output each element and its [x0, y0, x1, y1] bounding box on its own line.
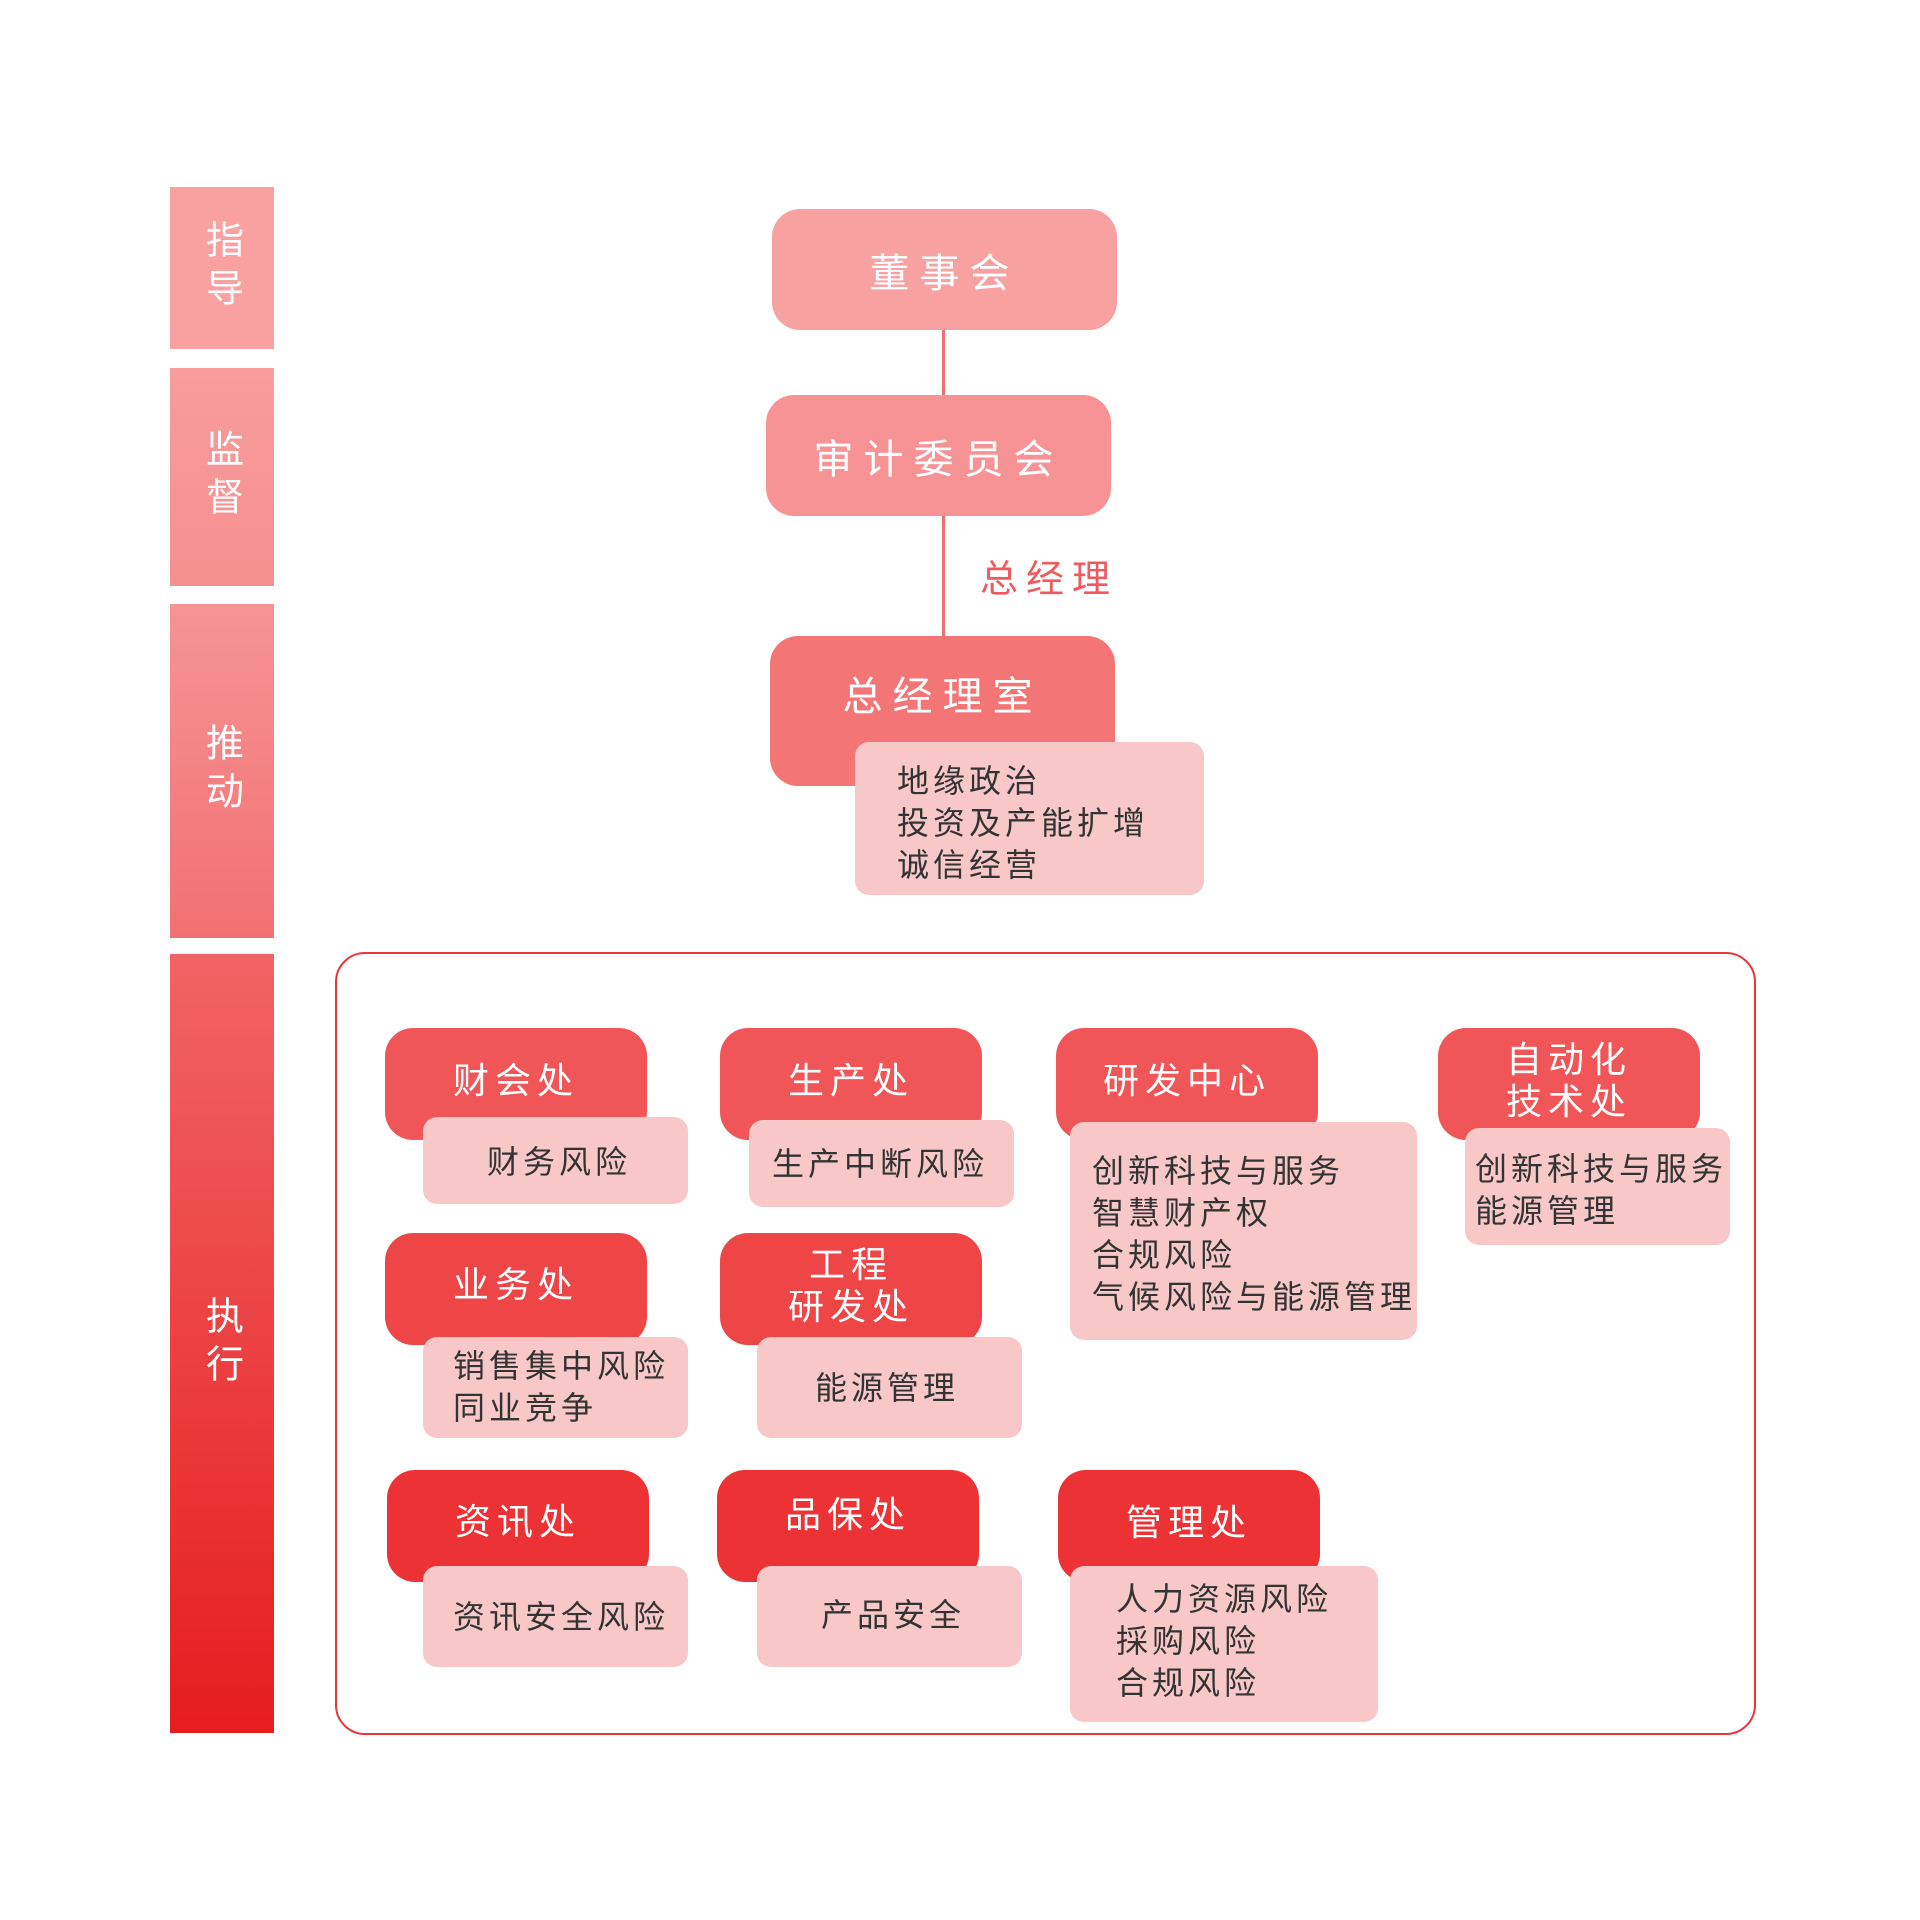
dept-quality-items: 产品安全: [757, 1566, 1022, 1667]
dept-item: 智慧财产权: [1092, 1194, 1273, 1232]
audit-committee-label: 审计委员会: [813, 436, 1064, 483]
dept-name: 自动化: [1505, 1040, 1632, 1081]
dept-name: 业务处: [452, 1265, 579, 1306]
stage-execute: 执行: [170, 954, 274, 1733]
stage-guide-label: 指导: [199, 220, 244, 316]
dept-item: 同业竞争: [453, 1389, 598, 1427]
dept-name: 资讯处: [454, 1502, 581, 1543]
dept-business: 业务处: [385, 1233, 647, 1345]
board-box: 董事会: [772, 209, 1117, 330]
dept-item: 合规风险: [1116, 1664, 1261, 1702]
gm-office-item: 投资及产能扩增: [897, 804, 1150, 842]
dept-item: 创新科技与服务: [1092, 1152, 1345, 1190]
dept-item: 资讯安全风险: [453, 1598, 670, 1636]
stage-supervise: 监督: [170, 368, 274, 586]
stage-execute-label: 执行: [199, 1295, 244, 1392]
dept-it-items: 资讯安全风险: [423, 1566, 688, 1667]
dept-name: 工程: [808, 1245, 893, 1286]
dept-engineering-rd: 工程 研发处: [720, 1233, 982, 1345]
dept-item: 生产中断风险: [772, 1145, 989, 1183]
dept-quality: 品保处: [717, 1470, 979, 1582]
dept-item: 能源管理: [815, 1369, 960, 1407]
dept-item: 能源管理: [1475, 1192, 1620, 1230]
gm-office-items: 地缘政治 投资及产能扩增 诚信经营: [855, 742, 1204, 895]
general-manager-label: 总经理: [980, 557, 1119, 601]
dept-business-items: 销售集中风险 同业竞争: [423, 1337, 688, 1438]
dept-item: 人力资源风险: [1116, 1580, 1333, 1618]
gm-office-item: 诚信经营: [897, 846, 1042, 884]
dept-name: 技术处: [1505, 1082, 1632, 1123]
dept-automation-items: 创新科技与服务 能源管理: [1465, 1128, 1730, 1245]
dept-item: 合规风险: [1092, 1236, 1237, 1274]
dept-name: 财会处: [452, 1061, 579, 1102]
board-label: 董事会: [869, 250, 1020, 297]
gm-office-label: 总经理室: [842, 674, 1043, 720]
stage-drive-label: 推动: [199, 723, 244, 819]
execution-frame: [335, 952, 1756, 1735]
dept-administration-items: 人力资源风险 採购风险 合规风险: [1070, 1566, 1378, 1722]
dept-rd-center-items: 创新科技与服务 智慧财产权 合规风险 气候风险与能源管理: [1070, 1122, 1417, 1340]
connector-audit-gm: [942, 516, 945, 638]
audit-committee-box: 审计委员会: [766, 395, 1111, 516]
dept-name: 研发中心: [1102, 1061, 1271, 1102]
dept-automation: 自动化 技术处: [1438, 1028, 1700, 1140]
dept-engineering-rd-items: 能源管理: [757, 1337, 1022, 1438]
dept-it: 资讯处: [387, 1470, 649, 1582]
dept-item: 气候风险与能源管理: [1092, 1278, 1417, 1316]
dept-item: 创新科技与服务: [1475, 1150, 1728, 1188]
dept-finance-items: 财务风险: [423, 1117, 688, 1204]
dept-production-items: 生产中断风险: [749, 1120, 1014, 1207]
dept-name: 管理处: [1125, 1503, 1252, 1544]
dept-name: 生产处: [787, 1061, 914, 1102]
dept-item: 产品安全: [821, 1596, 966, 1634]
dept-administration: 管理处: [1058, 1470, 1320, 1582]
stage-drive: 推动: [170, 604, 274, 938]
dept-item: 财务风险: [487, 1143, 632, 1181]
dept-item: 销售集中风险: [453, 1347, 670, 1385]
stage-supervise-label: 监督: [199, 429, 244, 525]
connector-board-audit: [942, 330, 945, 396]
dept-name: 品保处: [784, 1495, 911, 1536]
dept-item: 採购风险: [1116, 1622, 1261, 1660]
stage-guide: 指导: [170, 187, 274, 349]
dept-rd-center: 研发中心: [1056, 1028, 1318, 1140]
dept-name: 研发处: [787, 1287, 914, 1328]
gm-office-item: 地缘政治: [897, 762, 1042, 800]
